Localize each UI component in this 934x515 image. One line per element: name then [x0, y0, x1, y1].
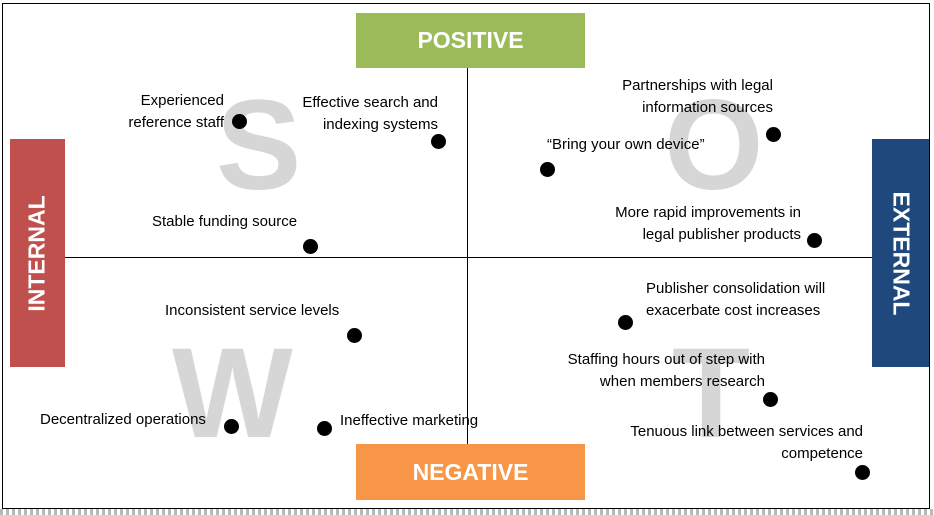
strength-search-dot	[431, 134, 446, 149]
opportunity-byod-label: “Bring your own device”	[547, 136, 705, 153]
positive-label: POSITIVE	[417, 27, 524, 53]
opportunity-byod-dot	[540, 162, 555, 177]
strengths-letter: S	[216, 74, 302, 217]
negative-box: NEGATIVE	[356, 444, 585, 500]
weakness-marketing-dot	[317, 421, 332, 436]
swot-diagram	[2, 3, 930, 509]
threat-tenuous-label: Tenuous link between services and compet…	[630, 423, 863, 462]
opportunity-partnerships-dot	[766, 127, 781, 142]
weakness-decentralized-dot	[224, 419, 239, 434]
weaknesses-letter: W	[172, 322, 293, 465]
strength-funding-dot	[303, 239, 318, 254]
weakness-inconsistent-dot	[347, 328, 362, 343]
external-label: EXTERNAL	[888, 191, 915, 315]
opportunities-letter: O	[664, 74, 764, 217]
horizontal-axis	[64, 257, 872, 258]
opportunity-improvements-label: More rapid improvements in legal publish…	[615, 204, 801, 243]
opportunity-improvements-dot	[807, 233, 822, 248]
threat-staffing-label: Staffing hours out of step with when mem…	[567, 351, 765, 390]
negative-label: NEGATIVE	[412, 458, 529, 485]
opportunity-partnerships-label: Partnerships with legal information sour…	[622, 77, 773, 116]
weakness-marketing-label: Ineffective marketing	[340, 412, 479, 429]
weakness-decentralized-label: Decentralized operations	[40, 411, 206, 428]
positive-box: POSITIVE	[356, 13, 585, 68]
threat-staffing-dot	[763, 392, 778, 407]
internal-box: INTERNAL	[10, 139, 65, 367]
threat-tenuous-dot	[855, 465, 870, 480]
cropped-text-strip	[0, 509, 934, 515]
strength-search-label: Effective search and indexing systems	[302, 94, 438, 133]
threat-consolidation-label: Publisher consolidation will exacerbate …	[646, 280, 826, 319]
internal-label: INTERNAL	[24, 194, 50, 312]
external-box: EXTERNAL	[872, 139, 929, 367]
strength-experienced-label: Experienced reference staff	[128, 92, 224, 131]
strength-funding-label: Stable funding source	[152, 213, 298, 230]
vertical-axis	[467, 68, 468, 444]
threat-consolidation-dot	[618, 315, 633, 330]
threats-letter: T	[672, 322, 751, 465]
weakness-inconsistent-label: Inconsistent service levels	[165, 302, 340, 319]
strength-experienced-dot	[232, 114, 247, 129]
